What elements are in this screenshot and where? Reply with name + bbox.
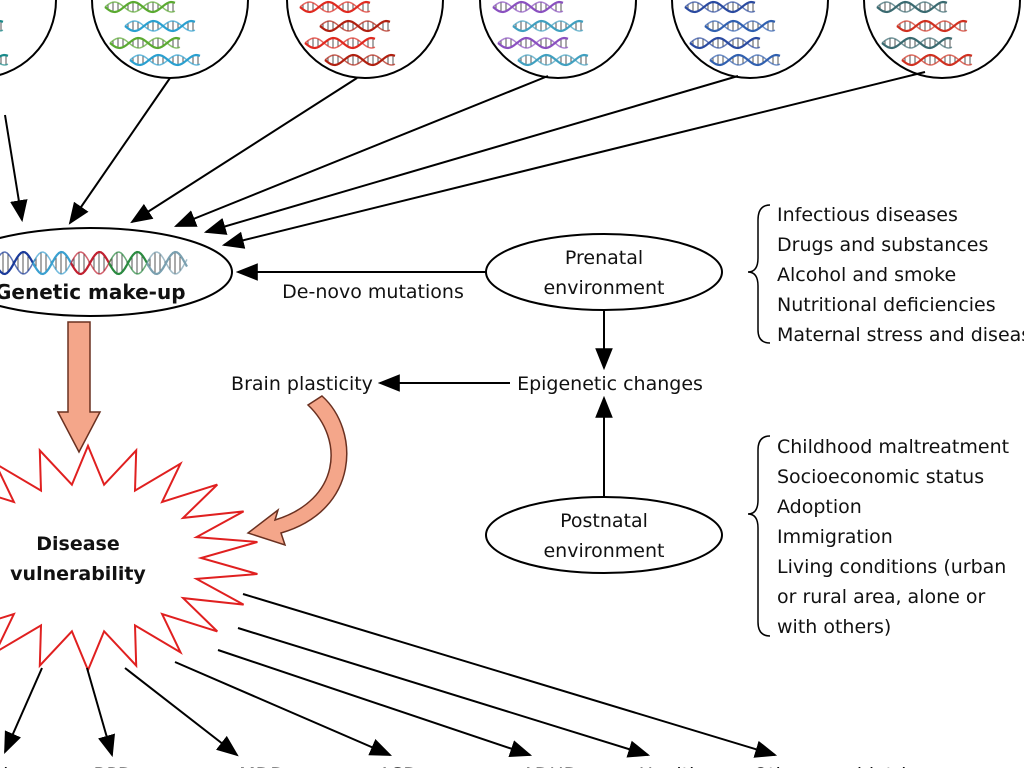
outcome-label: ASD [378,764,418,768]
epigenetic-label: Epigenetic changes [517,373,703,395]
arrow [221,71,926,249]
factor-item: Drugs and substances [777,234,988,256]
circle-arrows [4,71,926,249]
arrow [203,75,739,235]
dna-circle [91,0,249,79]
large-down-arrow [56,321,102,454]
arrow [173,75,549,227]
dna-circle [479,0,637,79]
factor-item: or rural area, alone or [777,586,985,608]
outcome-label: ADHD [522,764,579,768]
postnatal-ellipse [485,496,723,574]
factor-item: Childhood maltreatment [777,436,1009,458]
disease-burst [0,443,258,673]
dna-circle [286,0,444,79]
arrow [130,77,358,224]
disease-label-2: vulnerability [10,563,146,585]
factor-item: Living conditions (urban [777,556,1006,578]
factor-item: Maternal stress and disease [777,324,1024,346]
factor-item: Nutritional deficiencies [777,294,996,316]
arrow [4,114,28,223]
arrow [4,667,43,755]
bracket [747,435,771,637]
outcome-label: Health [639,764,701,768]
arrow [174,661,393,756]
dna-circle [0,0,57,76]
factor-item: Adoption [777,496,862,518]
outcome-label: BPD [93,764,132,768]
factor-item: Socioeconomic status [777,466,984,488]
postnatal-label: Postnatal [560,510,648,532]
factor-item: Immigration [777,526,893,548]
outcome-label: MDD [239,764,285,768]
arrow [68,77,171,225]
factor-item: Alcohol and smoke [777,264,956,286]
dna-circles [0,0,1021,79]
de-novo-label: De-novo mutations [282,281,464,303]
curved-arrow [246,395,348,547]
postnatal-label-2: environment [543,540,664,562]
genetic-makeup-ellipse [0,227,233,317]
factor-item: Infectious diseases [777,204,958,226]
dna-helix-icon [0,250,188,276]
outcome-label: Other psychiatric [753,764,917,768]
disease-label: Disease [36,533,120,555]
prenatal-label-2: environment [543,277,664,299]
brain-plasticity-label: Brain plasticity [231,373,373,395]
arrow [242,593,778,758]
dna-circle [671,0,829,79]
prenatal-label: Prenatal [565,247,643,269]
bracket [747,204,771,344]
dna-circle [863,0,1021,79]
genetic-makeup-label: Genetic make-up [0,280,186,304]
outcome-label: Schizophrenia [0,764,20,768]
arrow [86,667,115,758]
outcomes-list: Schizophrenia BPD MDD ASD ADHD Health Other ps… [0,764,917,768]
arrow [237,627,651,758]
arrow [124,667,239,757]
factor-item: with others) [777,616,891,638]
arrow [217,649,533,758]
